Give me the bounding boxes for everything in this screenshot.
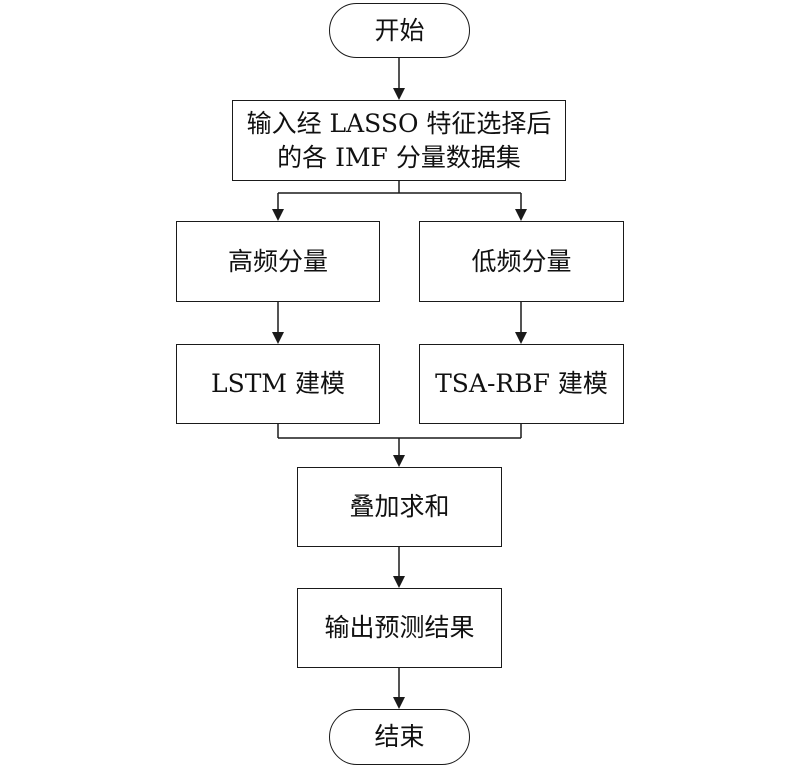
arrowhead bbox=[393, 455, 405, 467]
tsa-rbf-modeling-label: TSA-RBF 建模 bbox=[435, 369, 608, 399]
arrowhead bbox=[393, 576, 405, 588]
sum-label: 叠加求和 bbox=[349, 492, 450, 522]
low-frequency-label: 低频分量 bbox=[471, 246, 572, 276]
arrowhead bbox=[272, 209, 284, 221]
arrowhead bbox=[393, 697, 405, 709]
lstm-modeling-node: LSTM 建模 bbox=[176, 344, 380, 424]
end-label: 结束 bbox=[374, 722, 425, 752]
input-label-line2: 的各 IMF 分量数据集 bbox=[277, 142, 521, 172]
arrowhead bbox=[272, 332, 284, 344]
input-dataset-node: 输入经 LASSO 特征选择后 的各 IMF 分量数据集 bbox=[232, 100, 566, 181]
start-label: 开始 bbox=[374, 15, 425, 45]
arrowhead bbox=[393, 88, 405, 100]
tsa-rbf-modeling-node: TSA-RBF 建模 bbox=[419, 344, 624, 424]
arrowhead bbox=[515, 209, 527, 221]
sum-node: 叠加求和 bbox=[297, 467, 502, 547]
low-frequency-node: 低频分量 bbox=[419, 221, 624, 302]
high-frequency-node: 高频分量 bbox=[176, 221, 380, 302]
end-node: 结束 bbox=[329, 709, 470, 765]
arrowhead bbox=[515, 332, 527, 344]
output-node: 输出预测结果 bbox=[297, 588, 502, 668]
output-label: 输出预测结果 bbox=[324, 613, 475, 643]
high-frequency-label: 高频分量 bbox=[227, 246, 328, 276]
input-label-line1: 输入经 LASSO 特征选择后 bbox=[246, 108, 552, 138]
start-node: 开始 bbox=[329, 3, 470, 58]
lstm-modeling-label: LSTM 建模 bbox=[211, 369, 345, 399]
